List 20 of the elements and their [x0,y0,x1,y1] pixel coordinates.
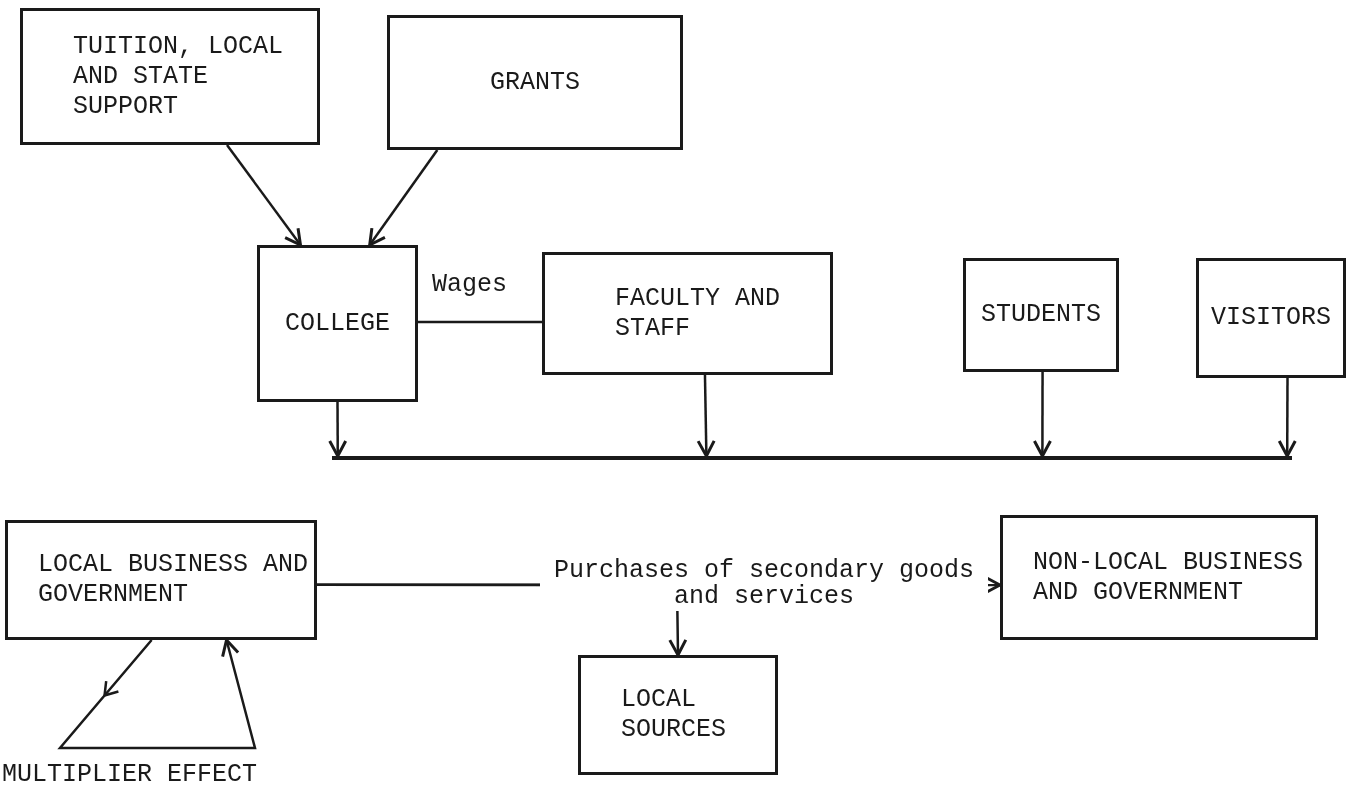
process-box [20,8,320,145]
box-label: TUITION, LOCAL AND STATE SUPPORT [73,31,285,122]
box-label: GRANTS [489,67,581,98]
box-label: COLLEGE [284,308,391,339]
process-box [542,252,833,375]
process-box [1196,258,1346,378]
caption-text: MULTIPLIER EFFECT [2,760,258,789]
box-label: VISITORS [1210,303,1332,333]
box-label: LOCAL SOURCES [621,685,728,745]
box-label: NON-LOCAL BUSINESS AND GOVERNMENT [1033,547,1305,608]
process-box [257,245,418,402]
box-label: STUDENTS [980,300,1102,330]
edge-label: Purchases of secondary goods and services [540,558,988,611]
process-box [387,15,683,150]
process-box [1000,515,1318,640]
box-label: FACULTY AND STAFF [615,283,782,344]
process-box [578,655,778,775]
process-box [963,258,1119,372]
process-box [5,520,317,640]
box-label: LOCAL BUSINESS AND GOVERNMENT [38,550,310,610]
